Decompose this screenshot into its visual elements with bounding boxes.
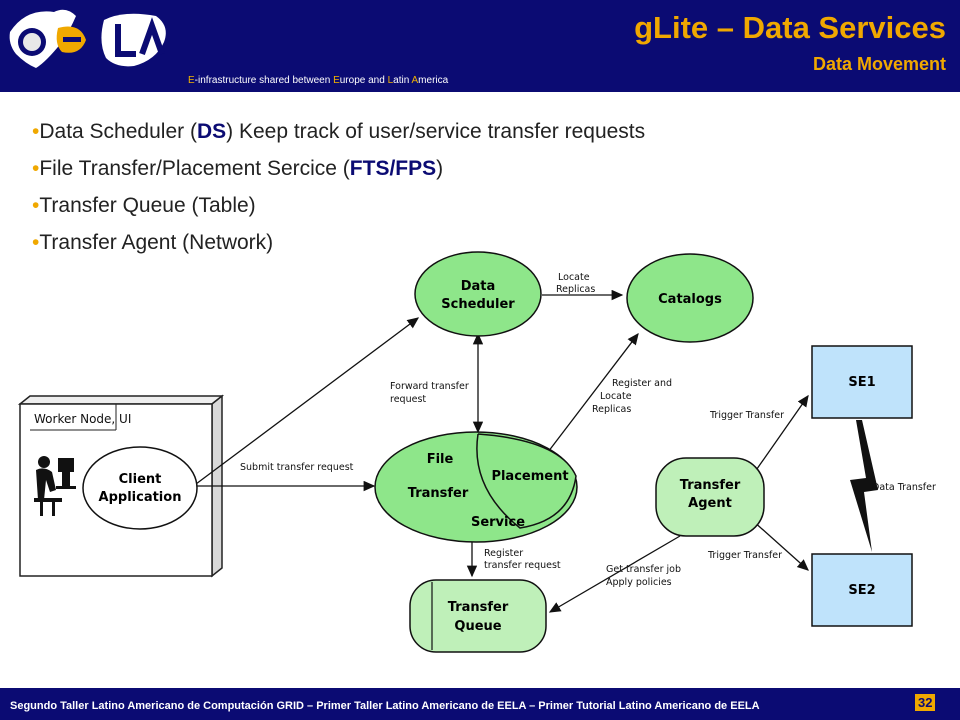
svg-text:Placement: Placement: [491, 469, 568, 484]
svg-text:Agent: Agent: [688, 496, 732, 511]
data-movement-diagram: Worker Node, UI Data Scheduler Catalogs …: [17, 251, 936, 653]
footer-bar: Segundo Taller Latino Americano de Compu…: [0, 688, 960, 720]
edge-trigger-se2: [751, 519, 809, 571]
client-application-node: Client Application: [82, 446, 198, 530]
svg-text:Service: Service: [471, 515, 525, 530]
bullet-item: •Transfer Agent (Network): [32, 231, 274, 254]
file-transfer-service-node: File Transfer Service Placement: [374, 431, 578, 543]
catalogs-node: Catalogs: [626, 253, 754, 343]
svg-text:Trigger Transfer: Trigger Transfer: [709, 410, 784, 421]
slide-subtitle: Data Movement: [812, 54, 946, 74]
user-at-computer-icon: [34, 456, 76, 516]
svg-text:Data Transfer: Data Transfer: [872, 482, 936, 493]
transfer-agent-node: Transfer Agent: [655, 457, 765, 537]
svg-text:Submit transfer request: Submit transfer request: [240, 462, 354, 473]
page-number: 32: [915, 694, 936, 711]
lightning-bolt-icon: [850, 420, 878, 552]
svg-text:SE1: SE1: [848, 375, 875, 390]
svg-text:Locate: Locate: [558, 272, 590, 283]
svg-text:Replicas: Replicas: [556, 284, 595, 295]
svg-text:Forward transfer: Forward transfer: [390, 381, 469, 392]
bullet-list: •Data Scheduler (DS) Keep track of user/…: [32, 118, 645, 266]
svg-text:Transfer: Transfer: [408, 486, 469, 501]
edge-client-to-scheduler: [195, 317, 420, 485]
svg-text:Catalogs: Catalogs: [658, 292, 722, 307]
svg-text:request: request: [390, 394, 426, 405]
svg-text:Transfer: Transfer: [448, 600, 509, 615]
edge-trigger-se1: [751, 394, 809, 477]
se2-node: SE2: [811, 553, 913, 627]
placement-region: [476, 433, 577, 529]
header-bar: E-infrastructure shared between Europe a…: [0, 0, 960, 92]
svg-text:transfer request: transfer request: [484, 560, 561, 571]
bullet-item: •Transfer Queue (Table): [32, 194, 256, 217]
bullet-item: •Data Scheduler (DS) Keep track of user/…: [32, 120, 646, 143]
tagline: E-infrastructure shared between Europe a…: [188, 75, 449, 86]
svg-text:Client: Client: [119, 472, 162, 487]
svg-text:Apply policies: Apply policies: [606, 577, 672, 588]
svg-text:SE2: SE2: [848, 583, 875, 598]
slide-title: gLite – Data Services: [634, 10, 946, 45]
data-scheduler-node: Data Scheduler: [414, 251, 542, 337]
svg-text:File: File: [427, 452, 454, 467]
worker-node-label: Worker Node, UI: [34, 412, 131, 426]
svg-text:Application: Application: [99, 490, 182, 505]
edge-labels: Locate Replicas Forward transfer request…: [240, 272, 936, 588]
svg-text:Queue: Queue: [454, 619, 501, 634]
eela-logo: [9, 9, 166, 68]
svg-text:Replicas: Replicas: [592, 404, 631, 415]
svg-text:Scheduler: Scheduler: [441, 297, 515, 312]
bullet-item: •File Transfer/Placement Sercice (FTS/FP…: [32, 157, 444, 180]
svg-text:Trigger Transfer: Trigger Transfer: [707, 550, 782, 561]
svg-text:Locate: Locate: [600, 391, 632, 402]
transfer-queue-node: Transfer Queue: [409, 579, 547, 653]
edge-register-locate: [547, 332, 639, 453]
edge-get-transfer-job: [548, 535, 681, 613]
svg-text:Register and: Register and: [612, 378, 672, 389]
svg-text:Get transfer job: Get transfer job: [606, 564, 681, 575]
svg-text:Data: Data: [461, 279, 496, 294]
se1-node: SE1: [811, 345, 913, 419]
footer-text: Segundo Taller Latino Americano de Compu…: [10, 700, 760, 712]
svg-text:Register: Register: [484, 548, 523, 559]
svg-text:Transfer: Transfer: [680, 478, 741, 493]
